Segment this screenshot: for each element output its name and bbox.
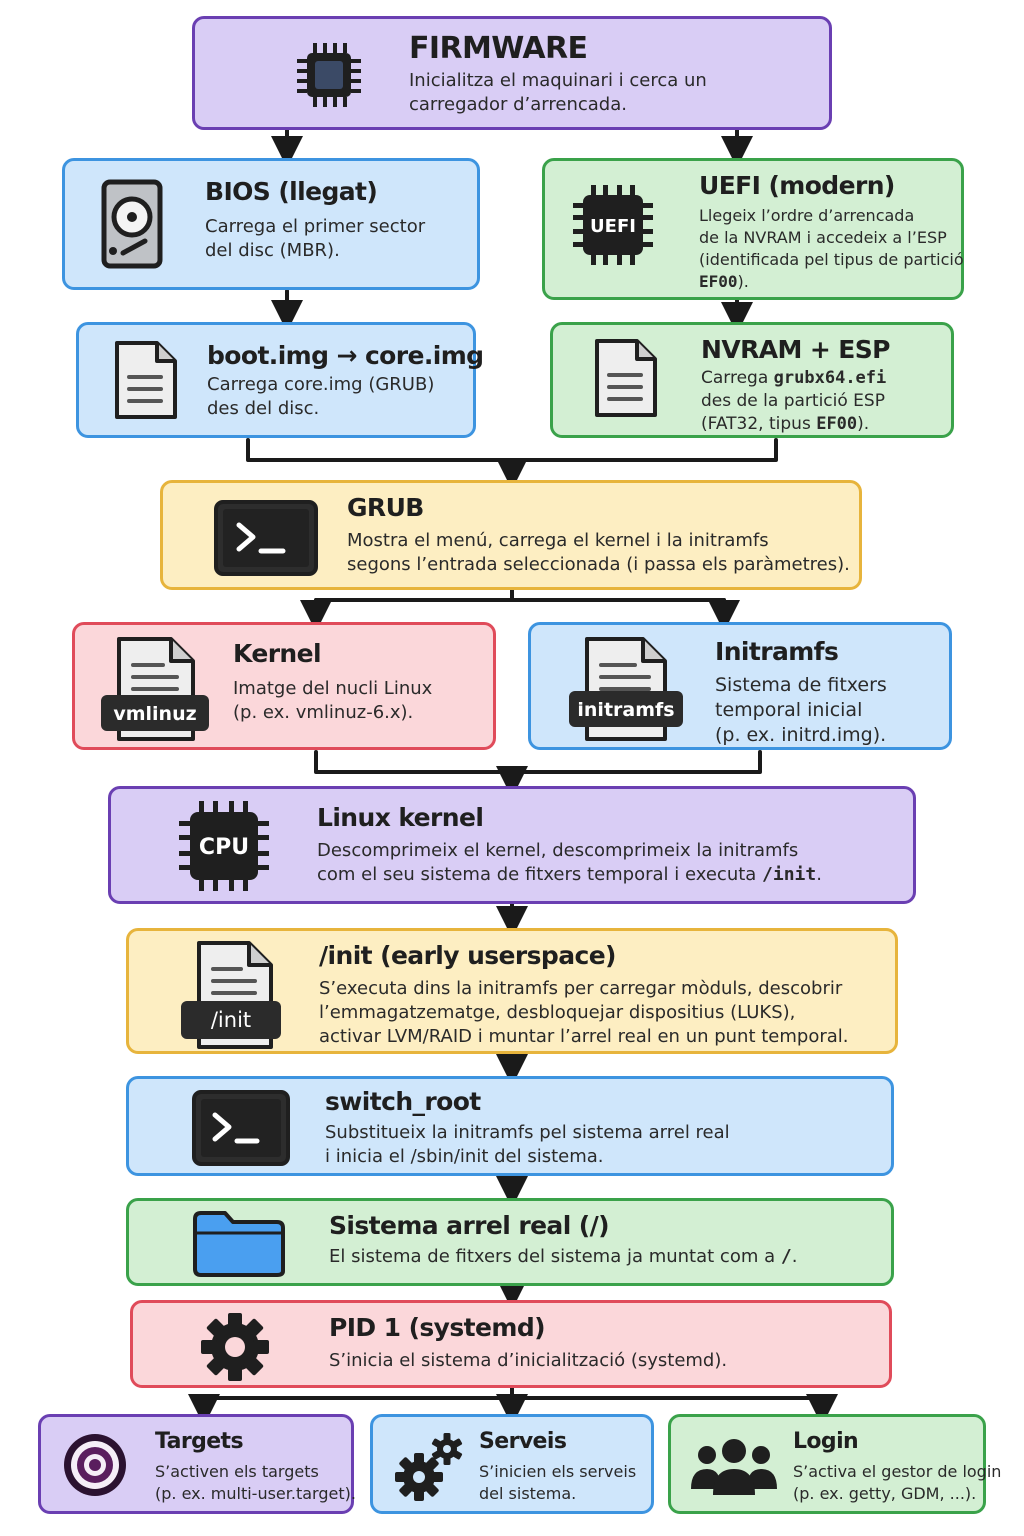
uefi-box: UEFI UEFI (modern) Llegeix l’ordre d’arr… — [542, 158, 964, 300]
document-icon — [115, 341, 177, 419]
login-desc-line: (p. ex. getty, GDM, ...). — [793, 1484, 977, 1503]
kernel-box: vmlinuz Kernel Imatge del nucli Linux (p… — [72, 622, 496, 750]
initramfs-file-icon: initramfs — [569, 637, 683, 741]
uefi-desc-tail: ). — [737, 272, 749, 291]
gear-icon — [201, 1313, 269, 1381]
services-desc-line: S’inicien els serveis — [479, 1462, 637, 1481]
linux-kernel-box: CPU Linux kernel Descomprimeix el kernel… — [108, 786, 916, 904]
init-desc-line: activar LVM/RAID i muntar l’arrel real e… — [319, 1026, 849, 1047]
bootimg-desc-line: des del disc. — [207, 398, 320, 419]
document-icon — [595, 339, 657, 417]
chip-icon — [297, 43, 361, 107]
grub-box: GRUB Mostra el menú, carrega el kernel i… — [160, 480, 862, 590]
bios-desc-line: Carrega el primer sector — [205, 216, 426, 237]
root-filesystem-desc-tail: . — [791, 1246, 798, 1267]
nvram-desc-line: des de la partició ESP — [701, 391, 885, 411]
bios-box: BIOS (llegat) Carrega el primer sector d… — [62, 158, 480, 290]
kernel-badge: vmlinuz — [113, 703, 196, 725]
nvram-desc-code2: EF00 — [816, 414, 858, 434]
uefi-desc-line: de la NVRAM i accedeix a l’ESP — [699, 228, 947, 247]
grub-desc-line: segons l’entrada seleccionada (i passa e… — [347, 554, 850, 575]
initramfs-badge: initramfs — [577, 699, 674, 721]
targets-title: Targets — [155, 1429, 244, 1454]
root-filesystem-desc-code: / — [780, 1246, 792, 1267]
uefi-chip-label: UEFI — [590, 216, 636, 237]
initramfs-box: initramfs Initramfs Sistema de fitxers t… — [528, 622, 952, 750]
nvram-desc-pre: Carrega — [701, 368, 774, 388]
root-filesystem-box: Sistema arrel real (/) El sistema de fit… — [126, 1198, 894, 1286]
nvram-desc-pre2: (FAT32, tipus — [701, 414, 817, 434]
linux-kernel-desc-line: Descomprimeix el kernel, descomprimeix l… — [317, 840, 799, 861]
kernel-file-icon: vmlinuz — [101, 637, 209, 741]
init-box: /init /init (early userspace) S’executa … — [126, 928, 898, 1054]
targets-desc-line: S’activen els targets — [155, 1462, 319, 1481]
kernel-title: Kernel — [233, 639, 322, 668]
init-desc-line: S’executa dins la initramfs per carregar… — [319, 978, 843, 999]
root-filesystem-title: Sistema arrel real (/) — [329, 1211, 610, 1240]
services-desc-line: del sistema. — [479, 1484, 577, 1503]
uefi-desc-code: EF00 — [699, 272, 738, 291]
init-badge: /init — [211, 1008, 251, 1032]
bootimg-box: boot.img → core.img Carrega core.img (GR… — [76, 322, 484, 438]
services-title: Serveis — [479, 1429, 567, 1454]
pid1-box: PID 1 (systemd) S’inicia el sistema d’in… — [130, 1300, 892, 1388]
uefi-desc-line: (identificada pel tipus de partició — [699, 250, 964, 269]
init-desc-line: l’emmagatzematge, desbloquejar dispositi… — [319, 1002, 796, 1023]
switch-root-title: switch_root — [325, 1087, 481, 1116]
nvram-esp-box: NVRAM + ESP Carrega grubx64.efi des de l… — [550, 322, 954, 438]
targets-box: Targets S’activen els targets (p. ex. mu… — [38, 1414, 356, 1514]
pid1-title: PID 1 (systemd) — [329, 1313, 546, 1342]
switch-root-desc-line: Substitueix la initramfs pel sistema arr… — [325, 1122, 730, 1143]
init-file-icon: /init — [181, 941, 281, 1049]
target-icon — [64, 1434, 126, 1496]
services-box: Serveis S’inicien els serveis del sistem… — [370, 1414, 654, 1514]
cpu-label: CPU — [199, 835, 249, 860]
uefi-desc-line: Llegeix l’ordre d’arrencada — [699, 206, 915, 225]
firmware-desc-line: Inicialitza el maquinari i cerca un — [409, 70, 707, 91]
switch-root-box: switch_root Substitueix la initramfs pel… — [126, 1076, 894, 1176]
grub-desc-line: Mostra el menú, carrega el kernel i la i… — [347, 530, 769, 551]
switch-root-desc-line: i inicia el /sbin/init del sistema. — [325, 1146, 604, 1167]
firmware-title: FIRMWARE — [409, 31, 588, 66]
nvram-desc-code: grubx64.efi — [773, 368, 887, 388]
users-icon — [691, 1439, 777, 1495]
init-title: /init (early userspace) — [319, 941, 616, 970]
grub-title: GRUB — [347, 493, 424, 522]
initramfs-desc-line: Sistema de fitxers — [715, 674, 887, 696]
login-box: Login S’activa el gestor de login (p. ex… — [668, 1414, 1001, 1514]
initramfs-title: Initramfs — [715, 637, 839, 666]
kernel-desc-line: (p. ex. vmlinuz-6.x). — [233, 702, 414, 723]
linux-kernel-desc-tail: . — [816, 864, 822, 885]
kernel-desc-line: Imatge del nucli Linux — [233, 678, 433, 699]
uefi-title: UEFI (modern) — [699, 171, 895, 200]
bios-title: BIOS (llegat) — [205, 177, 378, 206]
initramfs-desc-line: (p. ex. initrd.img). — [715, 724, 887, 746]
uefi-chip-icon: UEFI — [573, 185, 653, 265]
targets-desc-line: (p. ex. multi-user.target). — [155, 1484, 356, 1503]
folder-icon — [193, 1211, 285, 1277]
login-desc-line: S’activa el gestor de login — [793, 1462, 1002, 1481]
linux-kernel-desc-pre: com el seu sistema de fitxers temporal i… — [317, 864, 763, 885]
linux-kernel-title: Linux kernel — [317, 803, 484, 832]
bootimg-desc-line: Carrega core.img (GRUB) — [207, 374, 435, 395]
initramfs-desc-line: temporal inicial — [715, 699, 863, 721]
firmware-desc-line: carregador d’arrencada. — [409, 94, 627, 115]
gears-icon — [395, 1433, 463, 1501]
hard-disk-icon — [101, 179, 163, 269]
linux-kernel-desc-code: /init — [762, 864, 817, 885]
pid1-desc-line: S’inicia el sistema d’inicialització (sy… — [329, 1350, 728, 1371]
bootimg-title: boot.img → core.img — [207, 341, 484, 370]
cpu-icon: CPU — [179, 801, 269, 891]
firmware-box: FIRMWARE Inicialitza el maquinari i cerc… — [192, 16, 832, 130]
terminal-icon — [192, 1090, 290, 1166]
bios-desc-line: del disc (MBR). — [205, 240, 340, 261]
nvram-esp-title: NVRAM + ESP — [701, 335, 891, 364]
terminal-icon — [214, 500, 318, 576]
login-title: Login — [793, 1429, 859, 1454]
nvram-desc-tail: ). — [857, 414, 870, 434]
root-filesystem-desc: El sistema de fitxers del sistema ja mun… — [329, 1246, 781, 1267]
